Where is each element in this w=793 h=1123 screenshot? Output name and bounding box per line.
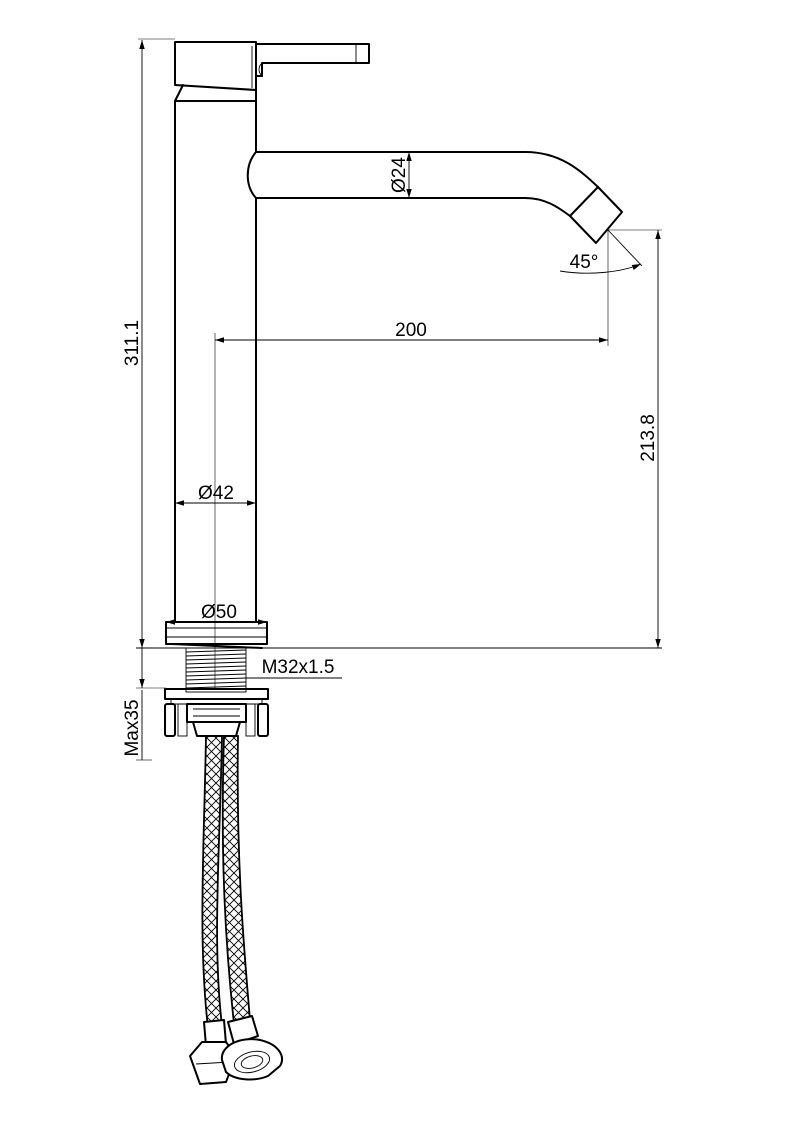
spout-top-edge: [255, 151, 599, 188]
label-total-height: 311.1: [122, 320, 143, 366]
threaded-shank: [185, 647, 247, 693]
label-spout-diameter: Ø24: [389, 157, 410, 193]
dimension-labels: 311.1 213.8 200 Ø24 Ø42 Ø50 M32x1.5 Max3…: [122, 157, 659, 757]
label-thread: M32x1.5: [262, 657, 335, 678]
handle-lever: [255, 43, 370, 77]
mounting-assembly: [164, 688, 269, 737]
spout-bottom-edge: [255, 197, 571, 217]
hose-left: [201, 735, 223, 1030]
faucet-body: [165, 41, 370, 649]
label-base-diameter: Ø50: [201, 602, 237, 623]
spout: [246, 151, 623, 244]
hose-right: [221, 735, 251, 1026]
label-spout-angle: 45°: [570, 252, 599, 273]
label-spout-height: 213.8: [638, 414, 659, 462]
label-reach: 200: [395, 320, 427, 341]
label-body-diameter: Ø42: [198, 483, 234, 504]
handle-cap: [174, 41, 257, 91]
braided-hose: [189, 735, 283, 1085]
reference-lines: [136, 38, 662, 761]
aerator: [569, 186, 623, 244]
dimension-lines: [139, 40, 661, 760]
spout-root: [246, 151, 257, 199]
label-max-thickness: Max35: [122, 699, 143, 756]
base-flange: [165, 621, 268, 645]
